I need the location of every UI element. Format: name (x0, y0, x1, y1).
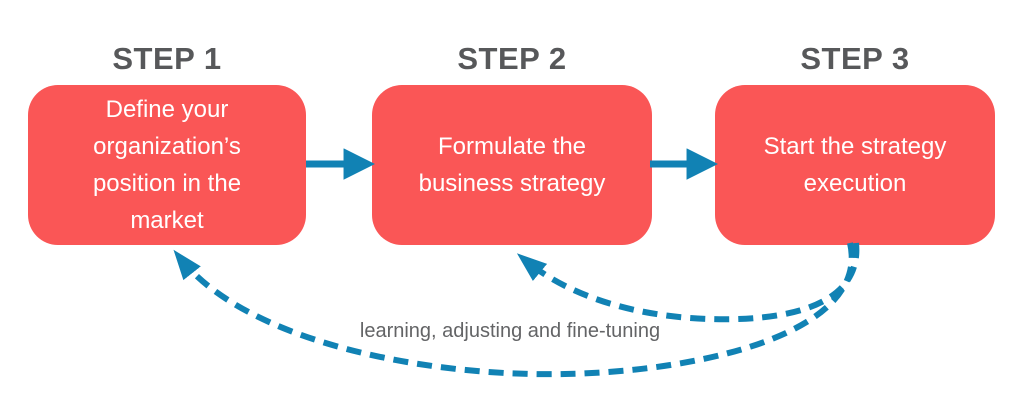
step2-box: Formulate the business strategy (372, 85, 652, 245)
step1-box-text: Define your organization’s position in t… (92, 96, 242, 234)
step2-box-text: Formulate the business strategy (418, 133, 606, 197)
step3-box-text: Start the strategy execution (763, 133, 947, 197)
step1-box: Define your organization’s position in t… (28, 85, 306, 245)
step2-title: STEP 2 (457, 41, 567, 76)
feedback-caption: learning, adjusting and fine-tuning (359, 320, 661, 342)
step3-title: STEP 3 (800, 41, 910, 76)
step3-box: Start the strategy execution (715, 85, 995, 245)
feedback-arrow-step3-to-step2 (516, 242, 860, 323)
feedback-arrow-step3-to-step1 (173, 242, 855, 378)
step1-title: STEP 1 (112, 41, 222, 76)
